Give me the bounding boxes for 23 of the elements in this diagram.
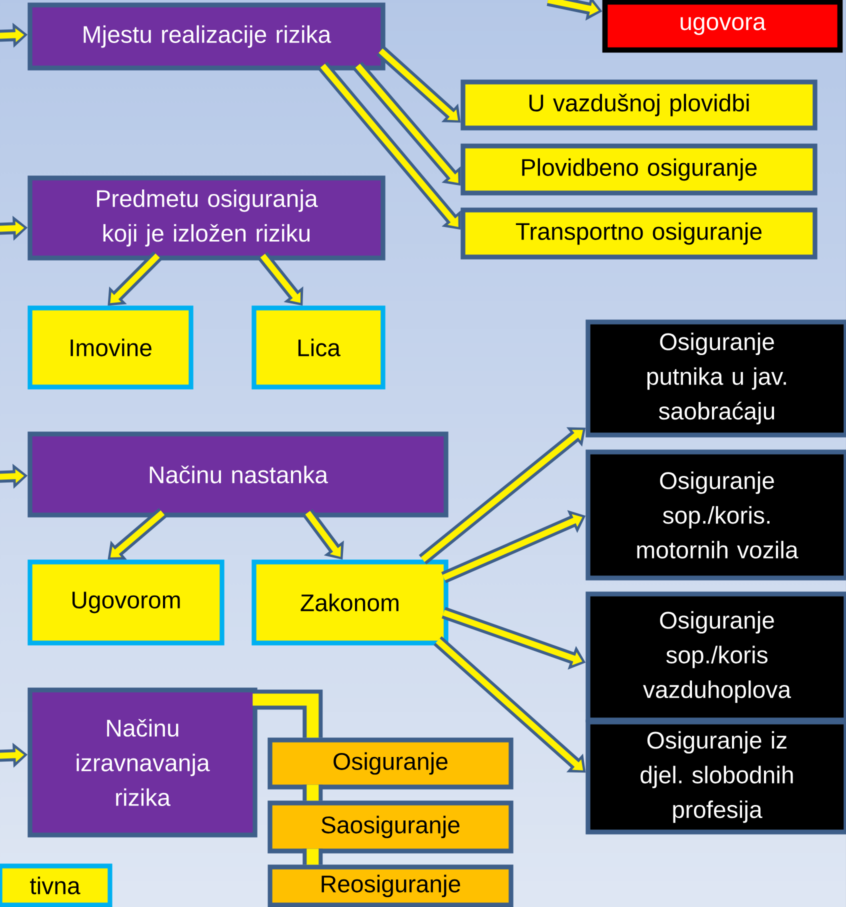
option-box: Reosiguranje	[268, 864, 514, 907]
option-box: U vazdušnoj plovidbi	[460, 80, 818, 130]
option-box: Zakonom	[252, 560, 448, 646]
insurance-type-box: Osiguranje iz djel. slobodnih profesija	[586, 720, 846, 834]
connector	[302, 784, 323, 801]
connector	[302, 848, 323, 865]
category-box: Mjestu realizacije rizika	[28, 2, 386, 70]
insurance-type-box: Osiguranje sop./koris vazduhoplova	[586, 592, 846, 722]
option-box: Plovidbeno osiguranje	[460, 144, 818, 196]
heading-box: ugovora	[602, 0, 843, 53]
category-box: Predmetu osiguranja koji je izložen riziku	[28, 176, 386, 260]
option-box: Saosiguranje	[268, 800, 514, 854]
option-box: Transportno osiguranje	[460, 208, 818, 260]
option-box: tivna	[0, 864, 112, 907]
insurance-type-box: Osiguranje sop./koris. motornih vozila	[586, 450, 846, 580]
category-box: Načinu nastanka	[28, 432, 448, 518]
category-box: Načinu izravnavanja rizika	[28, 688, 258, 838]
option-box: Osiguranje	[268, 738, 514, 790]
option-box: Ugovorom	[28, 560, 224, 646]
connector	[252, 690, 323, 738]
option-box: Imovine	[28, 306, 194, 390]
insurance-type-box: Osiguranje putnika u jav. saobraćaju	[586, 320, 846, 438]
option-box: Lica	[252, 306, 386, 390]
